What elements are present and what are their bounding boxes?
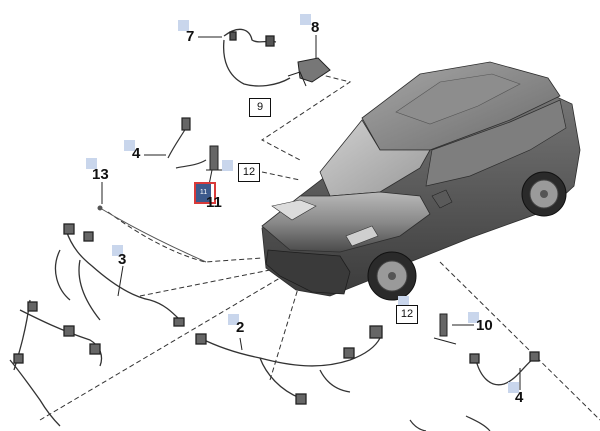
part-8-bracket — [287, 57, 331, 87]
callout-4-upper[interactable]: 4 — [132, 145, 141, 162]
part-3-harness — [54, 223, 185, 327]
left-harness — [9, 299, 103, 427]
marker-3 — [112, 245, 123, 256]
leader-line-9 — [261, 73, 352, 161]
selection-box — [194, 182, 216, 204]
callout-3[interactable]: 3 — [118, 251, 127, 268]
part-11-bracket — [206, 145, 222, 171]
callout-4-lower[interactable]: 4 — [515, 389, 524, 406]
bottom-parts — [409, 415, 491, 431]
car-side-window — [425, 99, 567, 187]
callout-box-12-lower[interactable]: 12 — [396, 305, 418, 324]
part-10-bracket — [433, 313, 457, 345]
marker-13 — [86, 158, 97, 169]
car-headlight — [271, 199, 317, 221]
leader-line-13 — [107, 211, 263, 263]
car-rear-hub — [540, 190, 548, 198]
leader-line-rear — [439, 261, 600, 421]
marker-4b — [508, 382, 519, 393]
part-7-sensor-cable — [222, 28, 291, 87]
callout-13[interactable]: 13 — [92, 166, 109, 183]
car-headlight-right — [345, 225, 379, 247]
leader-line-bottom — [39, 271, 291, 421]
callout-8[interactable]: 8 — [311, 19, 320, 36]
leader-line-12a — [261, 171, 301, 181]
callout-line-2 — [239, 337, 243, 351]
part-2-harness — [195, 325, 383, 405]
callout-2[interactable]: 2 — [236, 319, 245, 336]
marker-10 — [468, 312, 479, 323]
car-mirror — [431, 189, 453, 209]
callout-10[interactable]: 10 — [476, 317, 493, 334]
marker-4a — [124, 140, 135, 151]
marker-2 — [228, 314, 239, 325]
part-4-sensor — [167, 117, 207, 169]
car-illustration — [261, 61, 581, 301]
callout-line-3 — [117, 265, 124, 297]
leader-lines — [39, 73, 600, 421]
car-grille — [265, 249, 351, 295]
leader-line-2 — [269, 281, 301, 381]
part-13-wire — [97, 205, 207, 263]
marker-8 — [300, 14, 311, 25]
marker-12b — [398, 296, 409, 307]
marker-7 — [178, 20, 189, 31]
callout-box-12-upper[interactable]: 12 — [238, 163, 260, 182]
part-4-lower-cable — [469, 351, 540, 386]
car-sunroof — [395, 73, 521, 125]
callout-7[interactable]: 7 — [186, 28, 195, 45]
marker-12 — [222, 160, 233, 171]
leader-line-3 — [139, 269, 271, 297]
selected-marker-11[interactable]: 11 — [196, 184, 211, 202]
callout-box-9[interactable]: 9 — [249, 98, 271, 117]
callout-11[interactable]: 11 — [206, 194, 222, 211]
car-front-hub — [388, 272, 396, 280]
